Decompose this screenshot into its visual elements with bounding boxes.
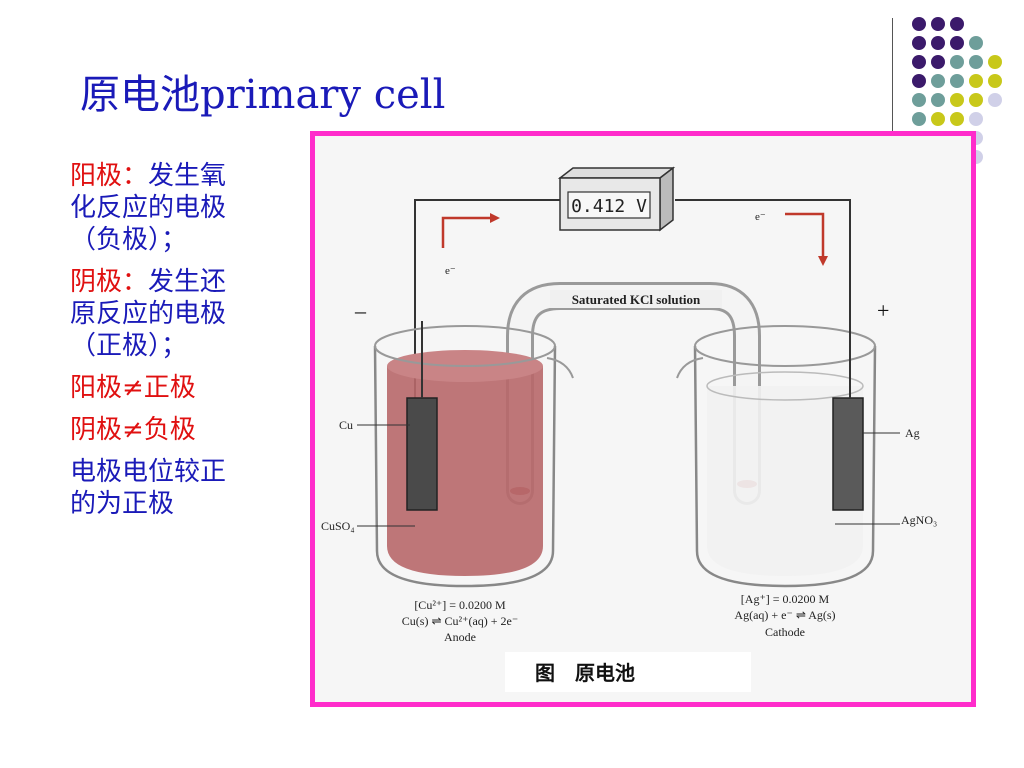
dot — [950, 55, 964, 69]
dot — [912, 36, 926, 50]
dot — [912, 17, 926, 31]
electron-arrow-left-head — [490, 213, 500, 223]
note-label: 阳极： — [70, 161, 149, 191]
dot — [950, 74, 964, 88]
dot — [931, 93, 945, 107]
note-cathode: 阴极：发生还原反应的电极（正极）； — [70, 266, 250, 362]
dot — [988, 55, 1002, 69]
electron-arrow-right — [785, 212, 825, 256]
dot — [931, 17, 945, 31]
anode-label: Anode — [444, 630, 476, 644]
right-beaker — [676, 325, 877, 588]
left-concentration: [Cu²⁺] = 0.0200 M — [414, 598, 506, 612]
electron-label-right: e⁻ — [755, 211, 766, 223]
dot — [912, 74, 926, 88]
note-positive-rule: 电极电位较正的为正极 — [70, 457, 227, 519]
left-wire — [414, 199, 560, 414]
negative-terminal: – — [354, 298, 367, 323]
electron-arrow-left — [441, 216, 490, 248]
electron-label-left: e⁻ — [445, 265, 456, 277]
dot — [950, 36, 964, 50]
dot — [931, 74, 945, 88]
dot — [912, 55, 926, 69]
right-concentration: [Ag⁺] = 0.0200 M — [741, 592, 830, 606]
dot — [969, 93, 983, 107]
figure-frame: 0.412 V e⁻ e⁻ – + Saturated KCl solution… — [310, 131, 976, 707]
note-anode-not-positive: 阳极≠正极 — [70, 373, 196, 403]
note-cathode-not-negative: 阴极≠负极 — [70, 415, 196, 445]
cathode-label: Cathode — [765, 625, 805, 639]
dot — [969, 112, 983, 126]
dot — [969, 55, 983, 69]
note-text: 发生氧化反应的电极（负极）； — [70, 161, 227, 255]
dot — [912, 93, 926, 107]
notes-list: 阳极：发生氧化反应的电极（负极）； 阴极：发生还原反应的电极（正极）； 阳极≠正… — [70, 160, 250, 530]
right-solution-label: AgNO₃ — [901, 513, 937, 527]
note-text: 发生还原反应的电极（正极）； — [70, 267, 227, 361]
dot — [969, 74, 983, 88]
positive-terminal: + — [877, 298, 889, 323]
electron-arrow-right-head — [818, 256, 828, 266]
dot — [931, 36, 945, 50]
galvanic-cell-diagram: 0.412 V e⁻ e⁻ – + Saturated KCl solution… — [321, 166, 937, 692]
note-anode: 阳极：发生氧化反应的电极（负极）； — [70, 160, 250, 256]
left-beaker — [373, 325, 574, 588]
dot — [950, 112, 964, 126]
dot — [969, 36, 983, 50]
dot — [931, 112, 945, 126]
left-solution-label: CuSO₄ — [321, 519, 355, 533]
left-reaction: Cu(s) ⇌ Cu²⁺(aq) + 2e⁻ — [402, 614, 518, 628]
right-metal-label: Ag — [905, 426, 920, 440]
salt-bridge-label: Saturated KCl solution — [572, 292, 701, 307]
dot — [912, 112, 926, 126]
dot — [988, 74, 1002, 88]
caption-box — [505, 652, 751, 692]
note-label: 阴极： — [70, 267, 149, 297]
slide-title: 原电池primary cell — [80, 72, 446, 118]
divider-line — [892, 18, 893, 134]
dot — [950, 17, 964, 31]
copper-electrode — [406, 397, 438, 511]
voltmeter — [557, 166, 676, 232]
left-metal-label: Cu — [339, 418, 353, 432]
silver-electrode — [832, 397, 864, 511]
voltmeter-reading: 0.412 V — [571, 196, 647, 217]
dot — [950, 93, 964, 107]
dot — [931, 55, 945, 69]
right-reaction: Ag(aq) + e⁻ ⇌ Ag(s) — [734, 608, 835, 622]
dot — [988, 93, 1002, 107]
salt-bridge-label-bg — [550, 290, 722, 308]
figure-caption: 图 原电池 — [535, 661, 635, 685]
